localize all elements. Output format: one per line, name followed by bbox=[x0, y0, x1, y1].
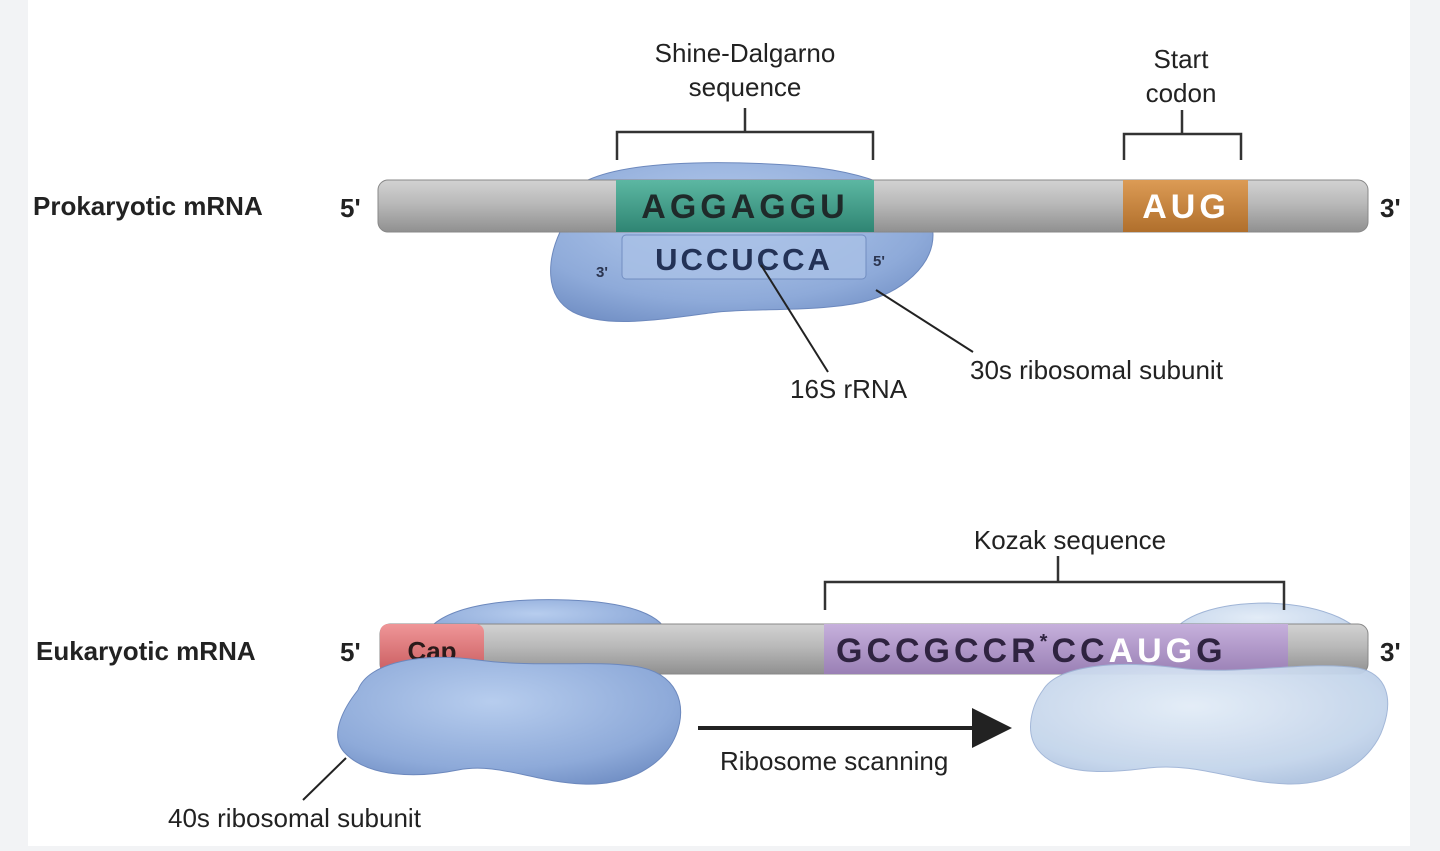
eukaryotic-row-label: Eukaryotic mRNA bbox=[36, 636, 256, 666]
rrna-label: 16S rRNA bbox=[790, 374, 908, 404]
kozak-prefix: GCCGCCR bbox=[836, 632, 1040, 670]
start-codon-label-line2: codon bbox=[1146, 78, 1217, 108]
ribosome-scanned bbox=[1030, 664, 1389, 785]
rrna-five-prime: 5' bbox=[873, 253, 885, 270]
prokaryotic-three-prime-label: 3' bbox=[1380, 193, 1401, 223]
rrna-three-prime: 3' bbox=[596, 264, 608, 281]
start-codon-block bbox=[1123, 180, 1248, 232]
diagram-canvas: Prokaryotic mRNA 5' 3' AGGAGGU AUG UCCUC… bbox=[28, 0, 1410, 846]
shine-dalgarno-bracket bbox=[615, 108, 875, 160]
prokaryotic-row-label: Prokaryotic mRNA bbox=[33, 191, 263, 221]
scanning-label: Ribosome scanning bbox=[720, 746, 948, 776]
rrna-sequence: UCCUCCA bbox=[655, 242, 833, 277]
kozak-bracket bbox=[823, 556, 1286, 610]
kozak-suffix: G bbox=[1196, 632, 1226, 670]
kozak-mid: CC bbox=[1051, 632, 1108, 670]
start-codon-sequence: AUG bbox=[1142, 188, 1230, 226]
prokaryotic-five-prime-label: 5' bbox=[340, 193, 361, 223]
subunit-40s-leader-line bbox=[302, 757, 347, 801]
eukaryotic-section: Eukaryotic mRNA 5' 3' Cap GCCGCCR*CCAUGG… bbox=[36, 525, 1401, 833]
eukaryotic-five-prime-label: 5' bbox=[340, 637, 361, 667]
rrna-strip bbox=[621, 234, 867, 280]
start-codon-label-line1: Start bbox=[1154, 44, 1210, 74]
eukaryotic-three-prime-label: 3' bbox=[1380, 637, 1401, 667]
kozak-sequence: GCCGCCR*CCAUGG bbox=[836, 631, 1227, 670]
translation-initiation-diagram: Prokaryotic mRNA 5' 3' AGGAGGU AUG UCCUC… bbox=[33, 38, 1401, 833]
subunit-30s-leader-line bbox=[875, 289, 974, 353]
ribosome-40s-subunit bbox=[337, 656, 682, 785]
prokaryotic-section: Prokaryotic mRNA 5' 3' AGGAGGU AUG UCCUC… bbox=[33, 38, 1401, 404]
kozak-label: Kozak sequence bbox=[974, 525, 1166, 555]
shine-dalgarno-block bbox=[616, 180, 874, 232]
subunit-40s-label: 40s ribosomal subunit bbox=[168, 803, 422, 833]
kozak-marker: * bbox=[1040, 631, 1052, 653]
start-codon-bracket bbox=[1122, 110, 1243, 160]
subunit-30s-label: 30s ribosomal subunit bbox=[970, 355, 1224, 385]
kozak-block bbox=[824, 624, 1288, 674]
shine-dalgarno-sequence: AGGAGGU bbox=[641, 188, 848, 226]
kozak-start-codon: AUG bbox=[1109, 632, 1197, 670]
shine-dalgarno-label-line2: sequence bbox=[689, 72, 802, 102]
rrna-leader-line bbox=[760, 264, 829, 373]
shine-dalgarno-label-line1: Shine-Dalgarno bbox=[655, 38, 836, 68]
